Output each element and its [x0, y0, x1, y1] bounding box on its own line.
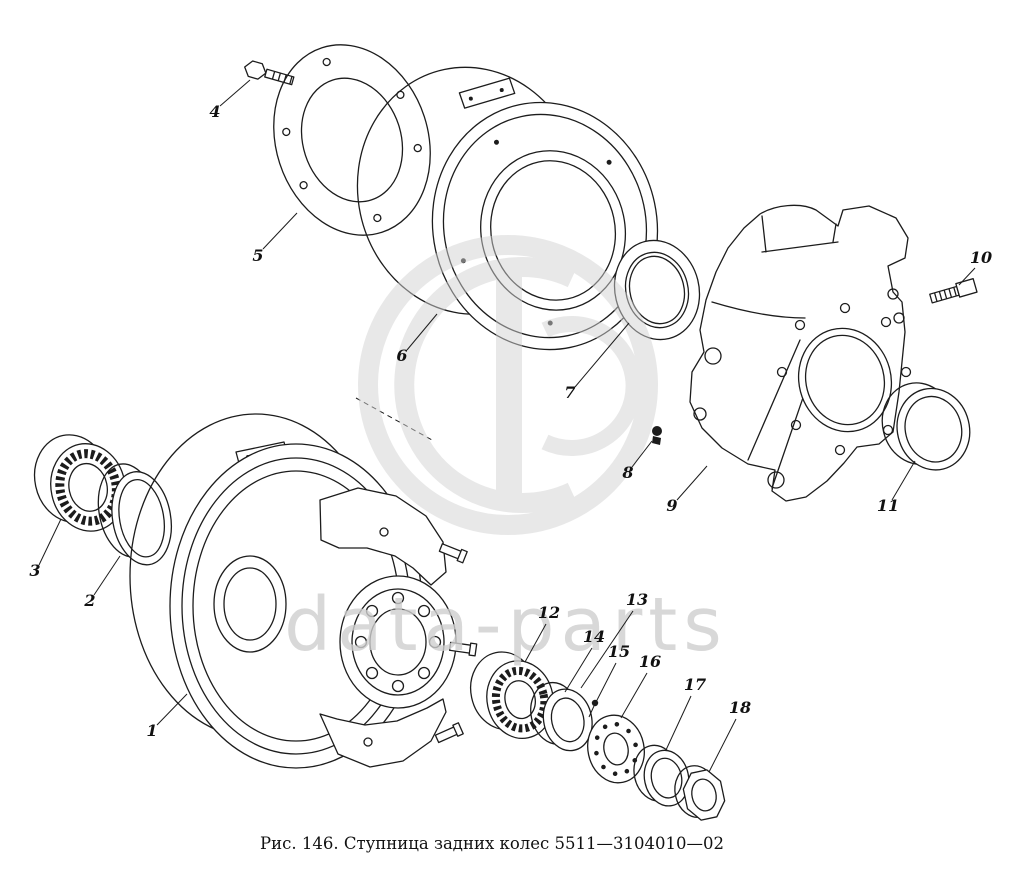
part-label-8: 8 [621, 463, 633, 482]
part-label-15: 15 [608, 642, 630, 661]
part-10-stud [929, 278, 978, 304]
part-8-plug [652, 426, 662, 445]
part-12-roller-bearing [469, 651, 555, 740]
part-label-5: 5 [252, 246, 263, 265]
part-label-13: 13 [626, 590, 648, 609]
watermark: data-parts [284, 235, 728, 668]
leader-lines [38, 79, 976, 773]
part-label-10: 10 [970, 248, 992, 267]
part-11-spacer-ring [881, 382, 971, 471]
part-label-11: 11 [877, 496, 899, 515]
part-label-3: 3 [29, 561, 40, 580]
part-5-cover-plate [273, 44, 431, 236]
part-label-9: 9 [666, 496, 677, 515]
part-label-17: 17 [684, 675, 706, 694]
part-label-4: 4 [209, 102, 220, 121]
part-9-bracket [689, 204, 912, 502]
part-label-1: 1 [146, 721, 157, 740]
part-17-washer [633, 744, 690, 807]
part-2-sealing-ring [97, 463, 172, 566]
part-label-16: 16 [639, 652, 661, 671]
part-label-18: 18 [729, 698, 751, 717]
part-1-wheel-hub [129, 397, 478, 769]
part-label-7: 7 [564, 383, 575, 402]
watermark-text: data-parts [284, 582, 728, 668]
part-4-bolt [244, 60, 295, 86]
part-14-washer [530, 681, 593, 752]
part-labels: 1 2 3 4 5 6 7 8 9 10 11 12 13 14 15 16 1… [29, 102, 992, 740]
part-label-12: 12 [538, 603, 560, 622]
part-15-pin [588, 699, 599, 718]
part-18-lock-nut [674, 765, 726, 821]
part-16-lock-washer [587, 714, 645, 784]
watermark-emblem [358, 235, 658, 535]
figure-caption: Рис. 146. Ступница задних колес 5511—310… [260, 834, 724, 853]
part-label-2: 2 [83, 591, 95, 610]
part-label-14: 14 [583, 627, 605, 646]
part-label-6: 6 [396, 346, 407, 365]
